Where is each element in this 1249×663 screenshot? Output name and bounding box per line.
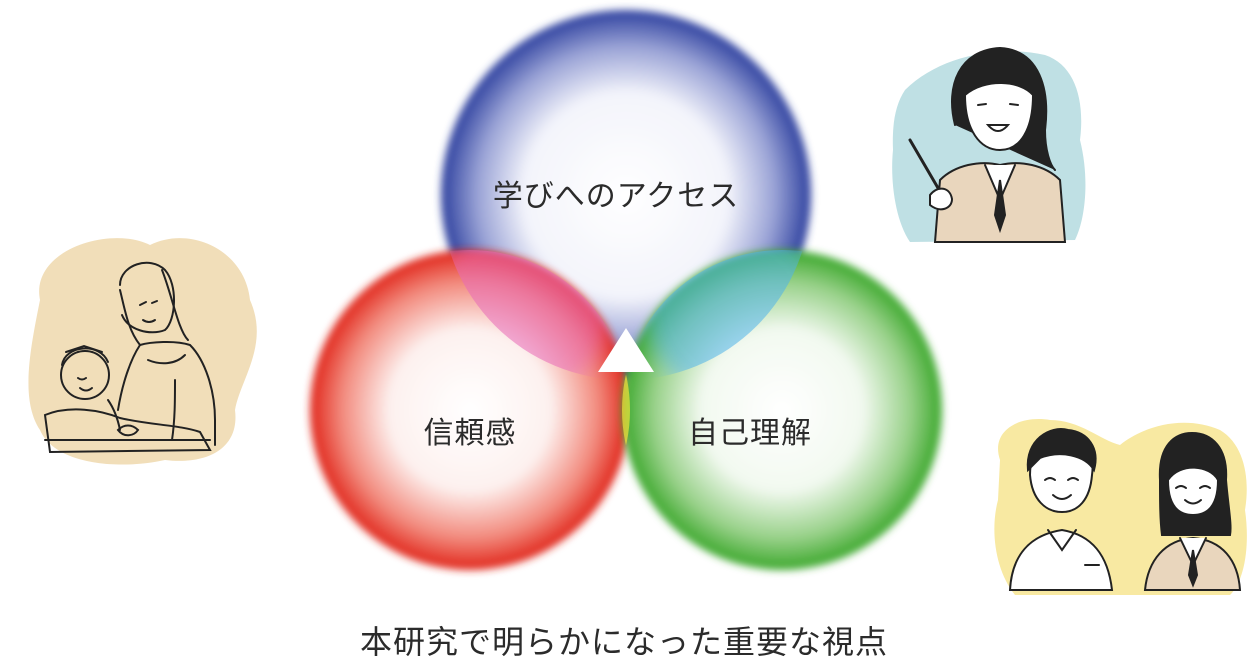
label-self-understanding: 自己理解 <box>688 416 812 451</box>
venn-circles <box>310 10 942 570</box>
mother-child-blob <box>28 238 257 465</box>
students-illustration <box>994 419 1247 595</box>
label-access-to-learning: 学びへのアクセス <box>492 179 740 214</box>
mother-child-illustration <box>28 238 257 465</box>
label-trust: 信頼感 <box>423 416 517 451</box>
teacher-lineart <box>908 46 1067 243</box>
teacher-illustration <box>892 46 1086 243</box>
center-triple-overlap <box>598 328 654 372</box>
diagram-caption: 本研究で明らかになった重要な視点 <box>359 623 889 661</box>
students-lineart <box>1008 428 1242 591</box>
mother-child-lineart <box>43 261 216 454</box>
